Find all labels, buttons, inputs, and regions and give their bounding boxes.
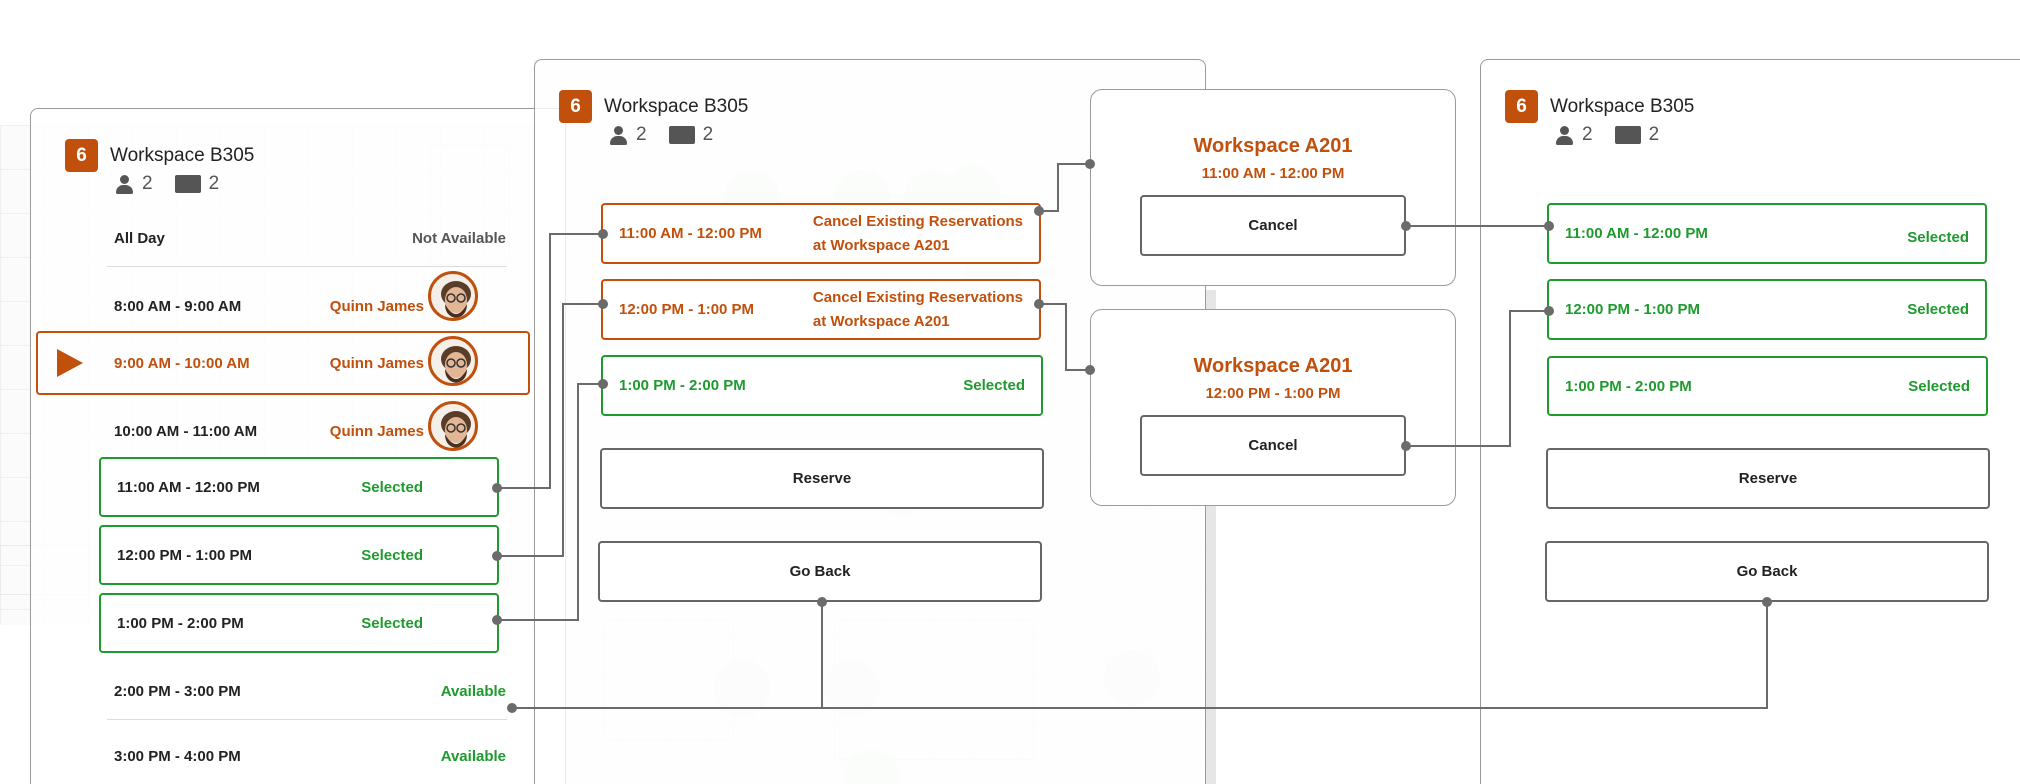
cancel-existing-link[interactable]: Cancel Existing Reservations at Workspac… (813, 286, 1023, 334)
workspace-capacity: 2 2 (1555, 124, 1659, 146)
go-back-button[interactable]: Go Back (598, 541, 1042, 602)
slot-time: 8:00 AM - 9:00 AM (114, 297, 242, 315)
screen-icon (174, 175, 201, 193)
person-avatar-icon (441, 346, 471, 383)
reserved-by: Quinn James (329, 297, 424, 315)
left-reservation-panel: 6 Workspace B305 2 2 All Day Not Availab… (30, 108, 566, 784)
cancel-existing-line1: Cancel Existing Reservations (812, 288, 1023, 306)
workspace-title: Workspace B305 (110, 144, 255, 166)
slot-time: 11:00 AM - 12:00 PM (619, 225, 762, 242)
slot-time: 2:00 PM - 3:00 PM (114, 682, 241, 700)
slot-status: Selected (963, 377, 1025, 394)
slot-time: 10:00 AM - 11:00 AM (114, 422, 258, 440)
selected-slot[interactable]: 12:00 PM - 1:00 PM Selected (99, 525, 499, 585)
slot-status: Selected (361, 546, 423, 564)
slot-status: Selected (1907, 301, 1969, 318)
cancel-existing-link[interactable]: Cancel Existing Reservations at Workspac… (813, 210, 1023, 258)
selected-slot[interactable]: 1:00 PM - 2:00 PM Selected (1547, 356, 1988, 416)
popup-workspace-title: Workspace A201 (1193, 355, 1353, 377)
conflict-slot[interactable]: 11:00 AM - 12:00 PM Cancel Existing Rese… (601, 203, 1041, 264)
selected-slot[interactable]: 12:00 PM - 1:00 PM Selected (1547, 279, 1987, 340)
slot-time: 12:00 PM - 1:00 PM (1565, 301, 1701, 318)
slot-time: 1:00 PM - 2:00 PM (619, 377, 746, 394)
reserve-button[interactable]: Reserve (1546, 448, 1990, 509)
popup-workspace-title: Workspace A201 (1193, 135, 1353, 157)
slot-status: Available (440, 682, 506, 700)
avatar (428, 271, 478, 321)
grey-divider (1206, 290, 1216, 784)
slot-status: Available (440, 747, 506, 765)
slot-time: 12:00 PM - 1:00 PM (619, 301, 755, 318)
workspace-number-badge: 6 (65, 139, 98, 172)
all-day-status: Not Available (412, 229, 506, 247)
slot-status: Selected (361, 478, 423, 496)
cancel-existing-line2: at Workspace A201 (812, 312, 950, 330)
reserved-by: Quinn James (329, 354, 424, 372)
workspace-capacity: 2 2 (115, 173, 219, 195)
reserve-button[interactable]: Reserve (600, 448, 1044, 509)
play-icon (57, 349, 83, 377)
right-panel-header: 6 Workspace B305 (1505, 90, 1694, 123)
cancel-existing-line1: Cancel Existing Reservations (812, 212, 1023, 230)
right-reservation-panel: 6 Workspace B305 2 2 (1480, 59, 2020, 784)
popup-cancel-button[interactable]: Cancel (1140, 415, 1406, 476)
popup-time: 11:00 AM - 12:00 PM (1201, 165, 1345, 182)
people-count: 2 (1582, 124, 1593, 145)
selected-slot[interactable]: 11:00 AM - 12:00 PM Selected (1547, 203, 1987, 264)
booked-row[interactable]: 10:00 AM - 11:00 AM Quinn James (114, 411, 424, 451)
people-count: 2 (142, 173, 153, 194)
screen-count: 2 (208, 173, 220, 194)
slot-time: 11:00 AM - 12:00 PM (1565, 225, 1708, 242)
screen-icon (668, 126, 695, 144)
slot-time: 1:00 PM - 2:00 PM (117, 614, 244, 632)
workspace-number-badge: 6 (559, 90, 592, 123)
selected-slot[interactable]: 1:00 PM - 2:00 PM Selected (99, 593, 499, 653)
booked-row-current: 9:00 AM - 10:00 AM Quinn James (114, 343, 424, 383)
reserved-by: Quinn James (329, 422, 424, 440)
person-icon (115, 174, 134, 194)
cancel-popup: Workspace A201 11:00 AM - 12:00 PM (1090, 89, 1456, 286)
cancel-popup: Workspace A201 12:00 PM - 1:00 PM (1090, 309, 1456, 506)
avatar (428, 336, 478, 386)
avatar (428, 401, 478, 451)
available-row[interactable]: 3:00 PM - 4:00 PM Available (114, 736, 506, 776)
workspace-capacity: 2 2 (609, 124, 713, 146)
person-avatar-icon (441, 411, 471, 448)
slot-time: 12:00 PM - 1:00 PM (117, 546, 253, 564)
slot-time: 9:00 AM - 10:00 AM (114, 354, 250, 372)
all-day-row: All Day Not Available (114, 224, 506, 252)
screen-count: 2 (1648, 124, 1660, 145)
divider (107, 266, 507, 267)
booked-row[interactable]: 8:00 AM - 9:00 AM Quinn James (114, 286, 424, 326)
person-icon (1555, 125, 1574, 145)
slot-status: Selected (1908, 377, 1970, 395)
popup-cancel-button[interactable]: Cancel (1140, 195, 1406, 256)
available-row[interactable]: 2:00 PM - 3:00 PM Available (114, 671, 506, 711)
screen-icon (1614, 126, 1641, 144)
slot-status: Selected (361, 614, 423, 632)
go-back-button[interactable]: Go Back (1545, 541, 1989, 602)
all-day-label: All Day (114, 229, 165, 247)
middle-panel-header: 6 Workspace B305 (559, 90, 748, 123)
workspace-title: Workspace B305 (604, 95, 749, 117)
screen-count: 2 (702, 124, 714, 145)
people-count: 2 (636, 124, 647, 145)
person-icon (609, 125, 628, 145)
workspace-number-badge: 6 (1505, 90, 1538, 123)
popup-time: 12:00 PM - 1:00 PM (1205, 385, 1341, 402)
person-avatar-icon (441, 281, 471, 318)
conflict-slot[interactable]: 12:00 PM - 1:00 PM Cancel Existing Reser… (601, 279, 1041, 340)
slot-time: 11:00 AM - 12:00 PM (117, 478, 260, 496)
divider (107, 719, 507, 720)
slot-time: 1:00 PM - 2:00 PM (1565, 377, 1692, 395)
slot-status: Selected (1907, 229, 1969, 246)
cancel-existing-line2: at Workspace A201 (812, 236, 950, 254)
workspace-title: Workspace B305 (1550, 95, 1695, 117)
selected-slot[interactable]: 1:00 PM - 2:00 PM Selected (601, 355, 1043, 416)
left-panel-header: 6 Workspace B305 (65, 139, 254, 172)
slot-time: 3:00 PM - 4:00 PM (114, 747, 241, 765)
selected-slot[interactable]: 11:00 AM - 12:00 PM Selected (99, 457, 499, 517)
